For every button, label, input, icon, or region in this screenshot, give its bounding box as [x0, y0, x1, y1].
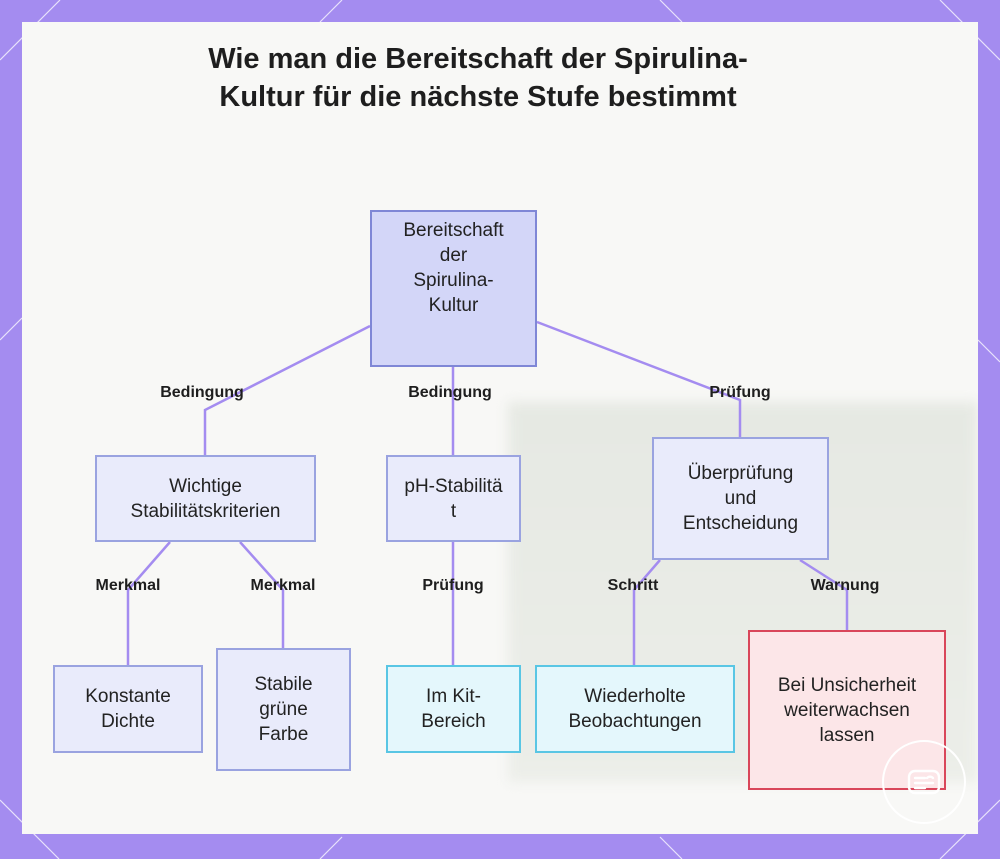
node-kit-range-label: Im Kit-Bereich — [421, 686, 486, 732]
node-review-label: Überprüfung und Entscheidung — [682, 463, 799, 534]
edge-label-review-repeat: Schritt — [607, 577, 659, 594]
node-ph: pH-Stabilität — [386, 455, 521, 542]
edge-label-criteria-green: Merkmal — [250, 577, 316, 594]
edge-root-criteria — [203, 324, 371, 455]
edge-label-ph-kit: Prüfung — [422, 577, 484, 594]
node-repeat-observations: Wiederholte Beobachtungen — [535, 665, 735, 753]
node-root: Bereitschaft der Spirulina-Kultur — [370, 210, 537, 367]
brand-logo-icon — [907, 769, 941, 795]
edge-label-review-keep: Warnung — [810, 577, 880, 594]
node-green-label: Stabile grüne Farbe — [254, 674, 313, 745]
edge-label-root-criteria: Bedingung — [160, 384, 244, 401]
node-criteria-label: Wichtige Stabilitätskriterien — [130, 475, 281, 522]
edge-review-repeat — [632, 559, 661, 665]
edge-criteria-green — [239, 541, 285, 648]
node-criteria: Wichtige Stabilitätskriterien — [95, 455, 316, 542]
node-kit-range: Im Kit-Bereich — [386, 665, 521, 753]
node-root-label: Bereitschaft der Spirulina-Kultur — [403, 220, 504, 316]
node-repeat-observations-label: Wiederholte Beobachtungen — [568, 686, 702, 732]
node-density-label: Konstante Dichte — [85, 686, 171, 732]
brand-logo — [882, 740, 966, 824]
node-review: Überprüfung und Entscheidung — [652, 437, 829, 560]
edge-criteria-density — [126, 541, 171, 665]
edge-label-criteria-density: Merkmal — [95, 577, 161, 594]
edge-root-review — [536, 320, 742, 437]
node-keep-growing-label: Bei Unsicherheit weiterwachsen lassen — [777, 674, 917, 746]
node-density: Konstante Dichte — [53, 665, 203, 753]
edge-review-keep — [799, 558, 849, 630]
edge-label-root-ph: Bedingung — [408, 384, 492, 401]
diagram-title: Wie man die Bereitschaft der Spirulina-K… — [208, 43, 748, 113]
edge-label-root-review: Prüfung — [709, 384, 771, 401]
node-ph-label: pH-Stabilität — [404, 475, 503, 522]
node-green: Stabile grüne Farbe — [216, 648, 351, 771]
